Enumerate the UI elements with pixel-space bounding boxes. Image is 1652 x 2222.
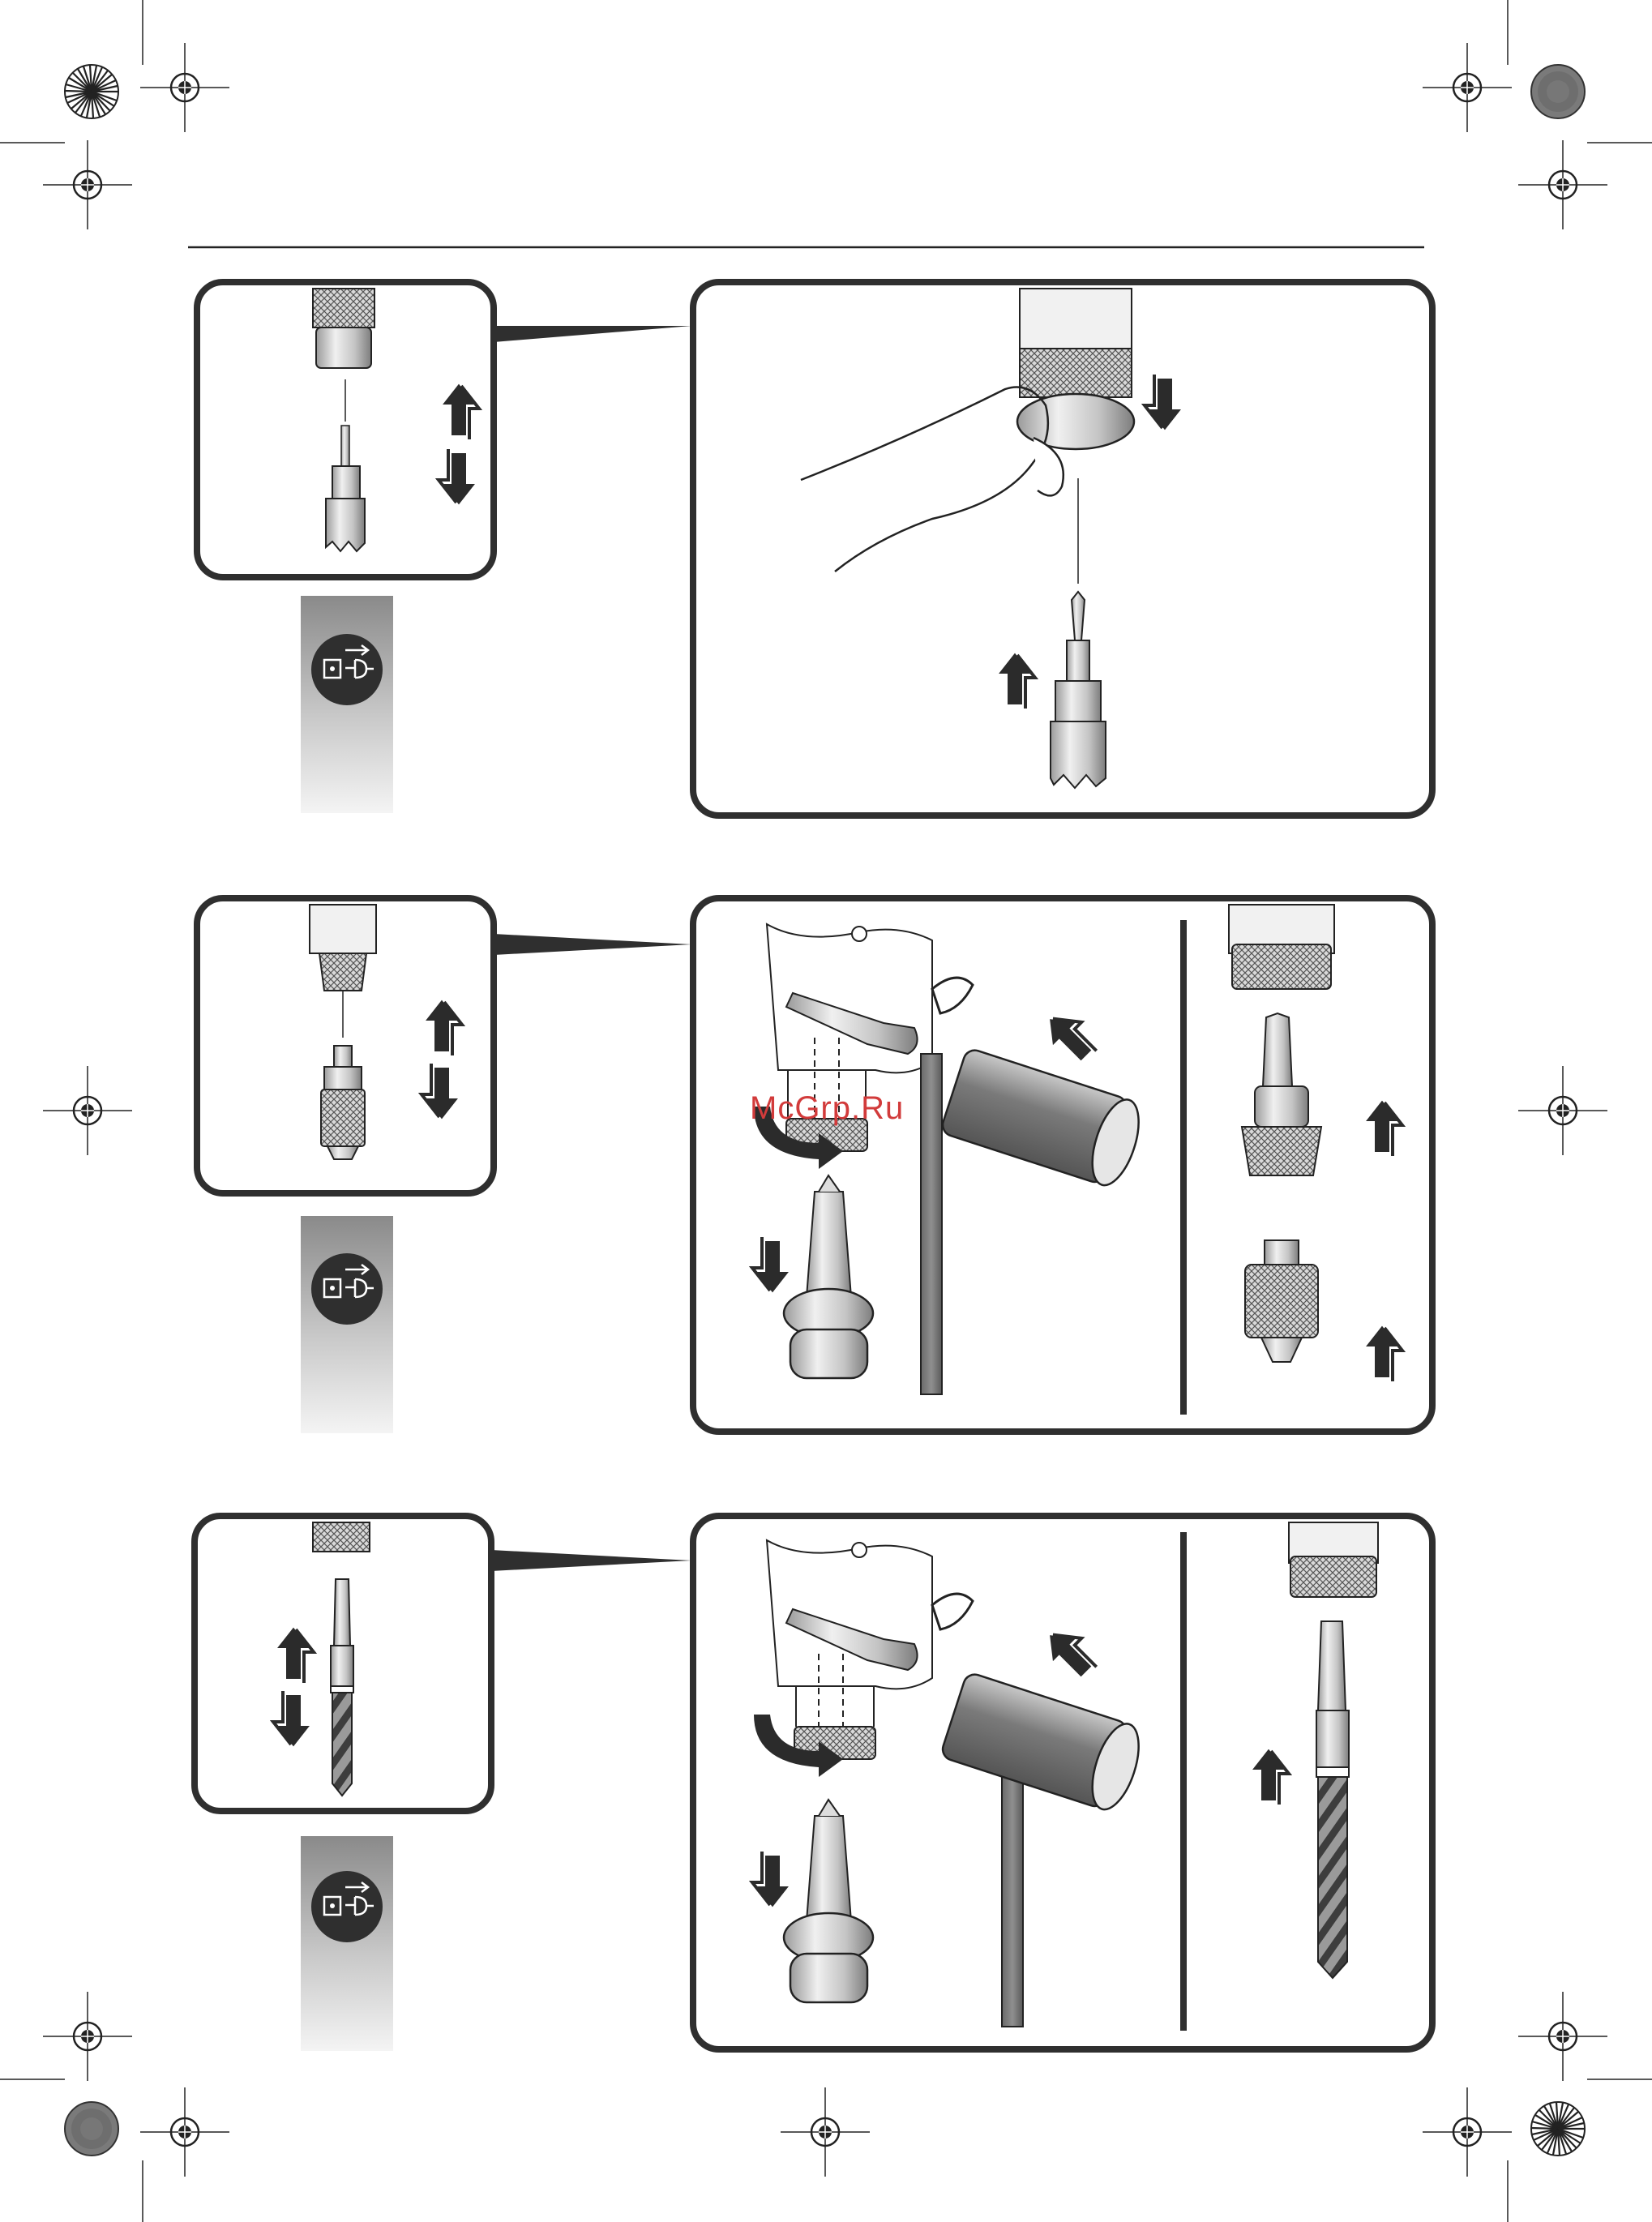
crosshair-mark-icon	[43, 140, 132, 229]
morse-taper-drill-step	[195, 1516, 1432, 2051]
drill-chuck-step	[197, 898, 1432, 1433]
starburst-target-icon	[65, 65, 118, 118]
crosshair-mark-icon	[43, 1066, 132, 1155]
crosshair-mark-icon	[1518, 140, 1607, 229]
unplug-before-service-icon	[311, 1871, 383, 1942]
crosshair-mark-icon	[1518, 1066, 1607, 1155]
chuck-removal-detail	[1229, 905, 1334, 1362]
crosshair-mark-icon	[140, 43, 229, 132]
crosshair-mark-icon	[1423, 43, 1512, 132]
crosshair-mark-icon	[781, 2087, 870, 2177]
starburst-target-icon	[1531, 2102, 1585, 2156]
crosshair-mark-icon	[1518, 1992, 1607, 2081]
crosshair-mark-icon	[140, 2087, 229, 2177]
unplug-band	[301, 1836, 393, 2051]
unplug-before-service-icon	[311, 634, 383, 705]
callout-wedge	[494, 326, 691, 342]
grey-disc-mark-icon	[65, 2102, 118, 2156]
core-cutter-step	[197, 282, 1432, 816]
crosshair-mark-icon	[1423, 2087, 1512, 2177]
watermark-text: McGrp.Ru	[750, 1090, 904, 1127]
callout-wedge	[494, 934, 691, 955]
unplug-before-service-icon	[311, 1253, 383, 1325]
callout-wedge	[491, 1550, 691, 1571]
crosshair-mark-icon	[43, 1992, 132, 2081]
grey-disc-mark-icon	[1531, 65, 1585, 118]
